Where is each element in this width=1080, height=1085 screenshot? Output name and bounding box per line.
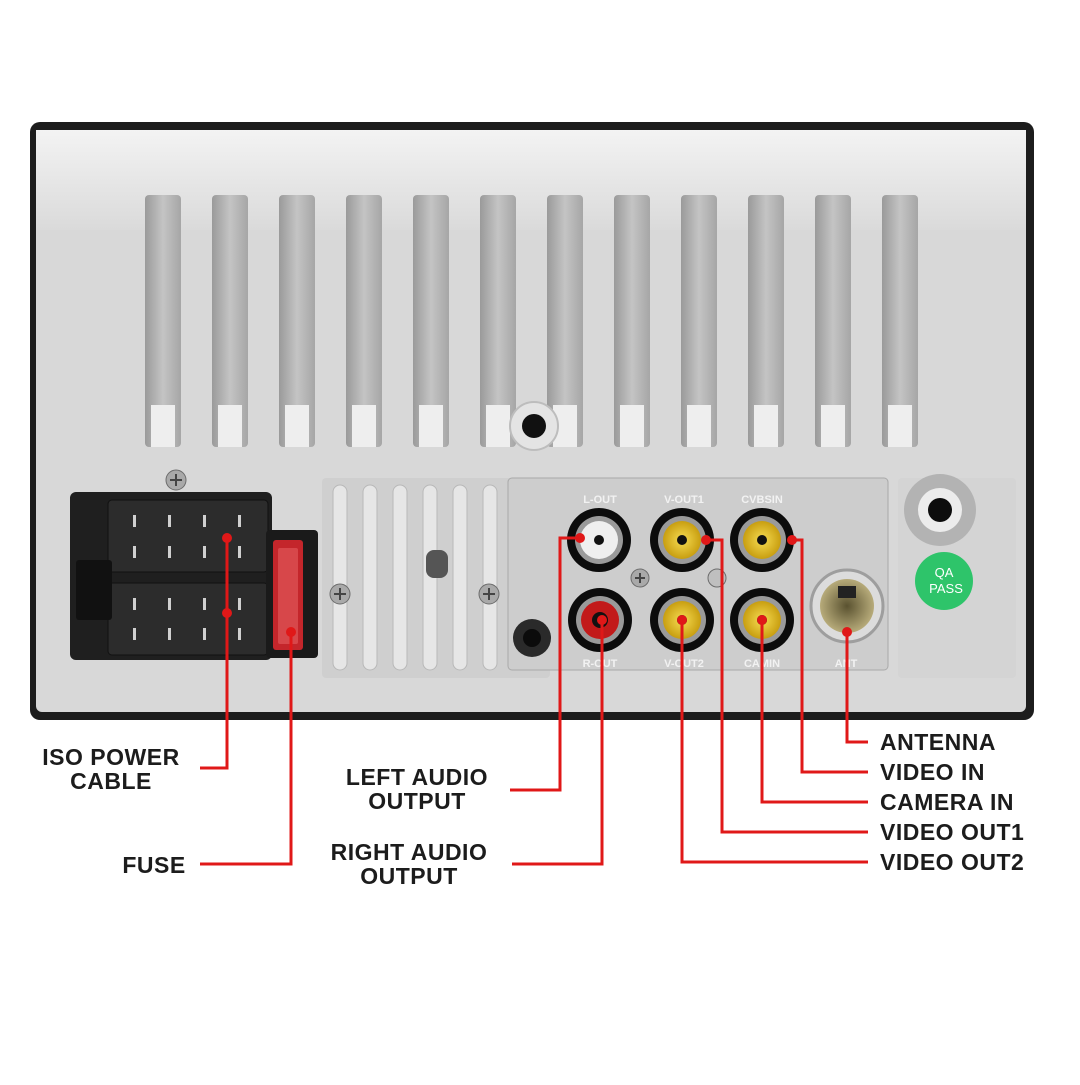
screw-icon [630, 568, 650, 588]
label-left-audio-output-line-1: LEFT AUDIO [345, 764, 489, 790]
fuse[interactable] [266, 530, 318, 658]
screw-icon [478, 583, 500, 605]
label-right-audio-output-line-1: RIGHT AUDIO [330, 839, 488, 865]
leader-video-out2 [680, 620, 868, 864]
port-label-r-out: R-OUT [583, 658, 618, 670]
label-antenna: ANTENNA [880, 729, 996, 755]
leader-camera-in [760, 620, 868, 804]
audio-jack[interactable] [513, 619, 551, 657]
label-right-audio-output: RIGHT AUDIO OUTPUT [312, 840, 506, 888]
leader-fuse [200, 632, 293, 866]
rca-jack-v-out1[interactable] [650, 508, 714, 572]
label-video-in: VIDEO IN [880, 759, 985, 785]
leader-right-audio-output [512, 620, 604, 866]
label-iso-power-cable-line-2: CABLE [70, 768, 152, 794]
label-iso-power-cable: ISO POWER CABLE [30, 745, 192, 793]
rca-jack-l-out[interactable] [567, 508, 631, 572]
label-right-audio-output-line-2: OUTPUT [360, 863, 458, 889]
port-label-cvbs-in: CVBSIN [741, 494, 783, 506]
rca-jack-cvbs-in[interactable] [730, 508, 794, 572]
antenna-socket[interactable] [809, 568, 885, 644]
leader-video-out1 [706, 538, 868, 834]
label-video-out1: VIDEO OUT1 [880, 819, 1025, 845]
badge-line-1: QA [935, 565, 954, 580]
housing-top [36, 130, 1026, 230]
badge-line-2: PASS [929, 581, 963, 596]
leader-left-audio-output [510, 536, 580, 792]
label-left-audio-output-line-2: OUTPUT [368, 788, 466, 814]
label-left-audio-output: LEFT AUDIO OUTPUT [330, 765, 504, 813]
port-label-l-out: L-OUT [583, 494, 617, 506]
heatsink-fins [145, 195, 918, 447]
vent-panel [322, 478, 550, 678]
qa-pass-badge: QA PASS [915, 552, 973, 610]
leader-dots [222, 533, 852, 637]
screw-icon [165, 469, 187, 491]
label-video-out2: VIDEO OUT2 [880, 849, 1025, 875]
label-fuse: FUSE [122, 852, 186, 878]
screw-icon [329, 583, 351, 605]
port-label-v-out2: V-OUT2 [664, 658, 704, 670]
label-camera-in: CAMERA IN [880, 789, 1014, 815]
label-iso-power-cable-line-1: ISO POWER [42, 744, 180, 770]
leader-antenna [845, 632, 868, 744]
port-label-v-out1: V-OUT1 [664, 494, 704, 506]
iso-power-connector[interactable] [70, 492, 272, 660]
mounting-hole [509, 401, 559, 451]
